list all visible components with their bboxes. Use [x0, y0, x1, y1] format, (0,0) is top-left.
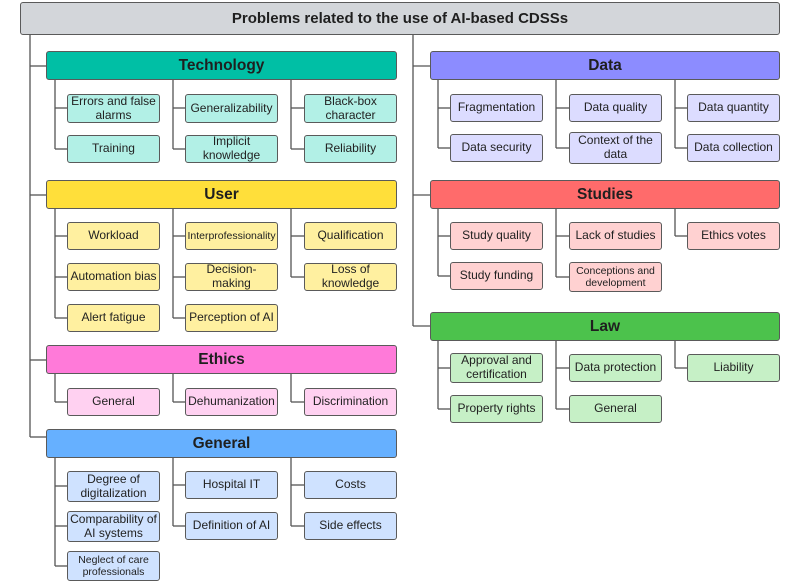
- item-ethics-votes: Ethics votes: [687, 222, 780, 250]
- item-training: Training: [67, 135, 160, 163]
- item-data-security: Data security: [450, 134, 543, 162]
- item-comparability-of-ai-systems: Comparability of AI systems: [67, 511, 160, 542]
- item-neglect-of-care-professionals: Neglect of care professionals: [67, 551, 160, 581]
- item-interprofessionality: Interprofessionality: [185, 222, 278, 250]
- item-qualification: Qualification: [304, 222, 397, 250]
- item-conceptions-and-development: Conceptions and development: [569, 262, 662, 292]
- item-law-general: General: [569, 395, 662, 423]
- item-liability: Liability: [687, 354, 780, 382]
- item-alert-fatigue: Alert fatigue: [67, 304, 160, 332]
- item-hospital-it: Hospital IT: [185, 471, 278, 499]
- item-reliability: Reliability: [304, 135, 397, 163]
- category-header-user: User: [46, 180, 397, 209]
- category-header-law: Law: [430, 312, 780, 341]
- item-approval-and-certification: Approval and certification: [450, 353, 543, 383]
- category-header-general: General: [46, 429, 397, 458]
- item-data-collection: Data collection: [687, 134, 780, 162]
- item-perception-of-ai: Perception of AI: [185, 304, 278, 332]
- item-degree-of-digitalization: Degree of digitalization: [67, 471, 160, 502]
- item-workload: Workload: [67, 222, 160, 250]
- item-automation-bias: Automation bias: [67, 263, 160, 291]
- item-context-of-the-data: Context of the data: [569, 132, 662, 164]
- diagram-title: Problems related to the use of AI-based …: [20, 2, 780, 35]
- item-decision-making: Decision-making: [185, 262, 278, 291]
- category-header-data: Data: [430, 51, 780, 80]
- item-ethics-general: General: [67, 388, 160, 416]
- item-generalizability: Generalizability: [185, 94, 278, 123]
- category-header-ethics: Ethics: [46, 345, 397, 374]
- item-costs: Costs: [304, 471, 397, 499]
- item-lack-of-studies: Lack of studies: [569, 222, 662, 250]
- item-black-box-character: Black-box character: [304, 94, 397, 123]
- item-side-effects: Side effects: [304, 512, 397, 540]
- item-dehumanization: Dehumanization: [185, 388, 278, 416]
- item-study-funding: Study funding: [450, 262, 543, 290]
- item-errors-and-false-alarms: Errors and false alarms: [67, 94, 160, 123]
- item-fragmentation: Fragmentation: [450, 94, 543, 122]
- item-data-quantity: Data quantity: [687, 94, 780, 122]
- item-definition-of-ai: Definition of AI: [185, 512, 278, 540]
- item-property-rights: Property rights: [450, 395, 543, 423]
- item-data-quality: Data quality: [569, 94, 662, 122]
- item-data-protection: Data protection: [569, 354, 662, 382]
- item-implicit-knowledge: Implicit knowledge: [185, 134, 278, 163]
- category-header-studies: Studies: [430, 180, 780, 209]
- item-study-quality: Study quality: [450, 222, 543, 250]
- item-loss-of-knowledge: Loss of knowledge: [304, 262, 397, 291]
- item-discrimination: Discrimination: [304, 388, 397, 416]
- category-header-technology: Technology: [46, 51, 397, 80]
